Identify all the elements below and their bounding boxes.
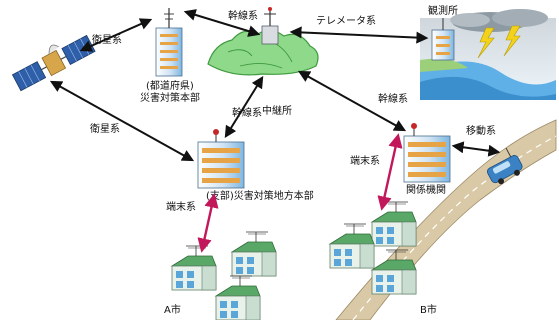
vehicle-icon: [487, 147, 523, 185]
label-kankei-kikan: 関係機関: [406, 183, 446, 196]
arrow-telemeter: [289, 26, 429, 44]
arrow-tanmatsu-a: [197, 193, 219, 253]
label-city-b: B市: [420, 303, 437, 316]
terminal-arrows: [197, 133, 403, 253]
label-kansen-right: 幹線系: [378, 92, 408, 105]
label-chukeisho: 中継所: [262, 104, 292, 117]
label-prefecture-line2: 災害対策本部: [140, 91, 200, 104]
prefecture-tower-icon: [155, 8, 183, 77]
label-kansen-mid: 幹線系: [232, 106, 262, 119]
label-kansen-top: 幹線系: [228, 9, 258, 22]
observation-station-icon: [420, 9, 556, 100]
branch-office-building-icon: [197, 129, 245, 189]
arrow-idou: [451, 141, 501, 157]
arrow-eisei-branch: [49, 80, 195, 162]
arrow-kansen-prefecture-relay: [183, 9, 261, 37]
arrow-eisei-prefecture: [79, 18, 153, 52]
link-arrows: [49, 9, 501, 162]
label-eisei-top: 衛星系: [92, 33, 122, 46]
arrow-kansen-relay-agency: [297, 70, 407, 132]
arrow-kansen-relay-branch: [224, 75, 264, 139]
related-agency-building-icon: [403, 123, 451, 183]
house-icon: [171, 231, 277, 320]
arrow-tanmatsu-b: [377, 133, 403, 211]
label-telemeter: テレメータ系: [316, 15, 376, 27]
label-tanmatsu-left: 端末系: [166, 200, 196, 213]
label-prefecture-line1: (都道府県): [146, 79, 194, 92]
label-city-a: A市: [164, 303, 181, 316]
label-kansokusho: 観測所: [428, 4, 458, 17]
relay-mountain-icon: [207, 7, 319, 76]
satellite-icon: [11, 34, 96, 92]
label-eisei-left: 衛星系: [90, 122, 120, 135]
label-branch-office: (支部)災害対策地方本部: [206, 189, 314, 202]
label-tanmatsu-right: 端末系: [350, 154, 380, 167]
label-idou: 移動系: [466, 124, 496, 137]
